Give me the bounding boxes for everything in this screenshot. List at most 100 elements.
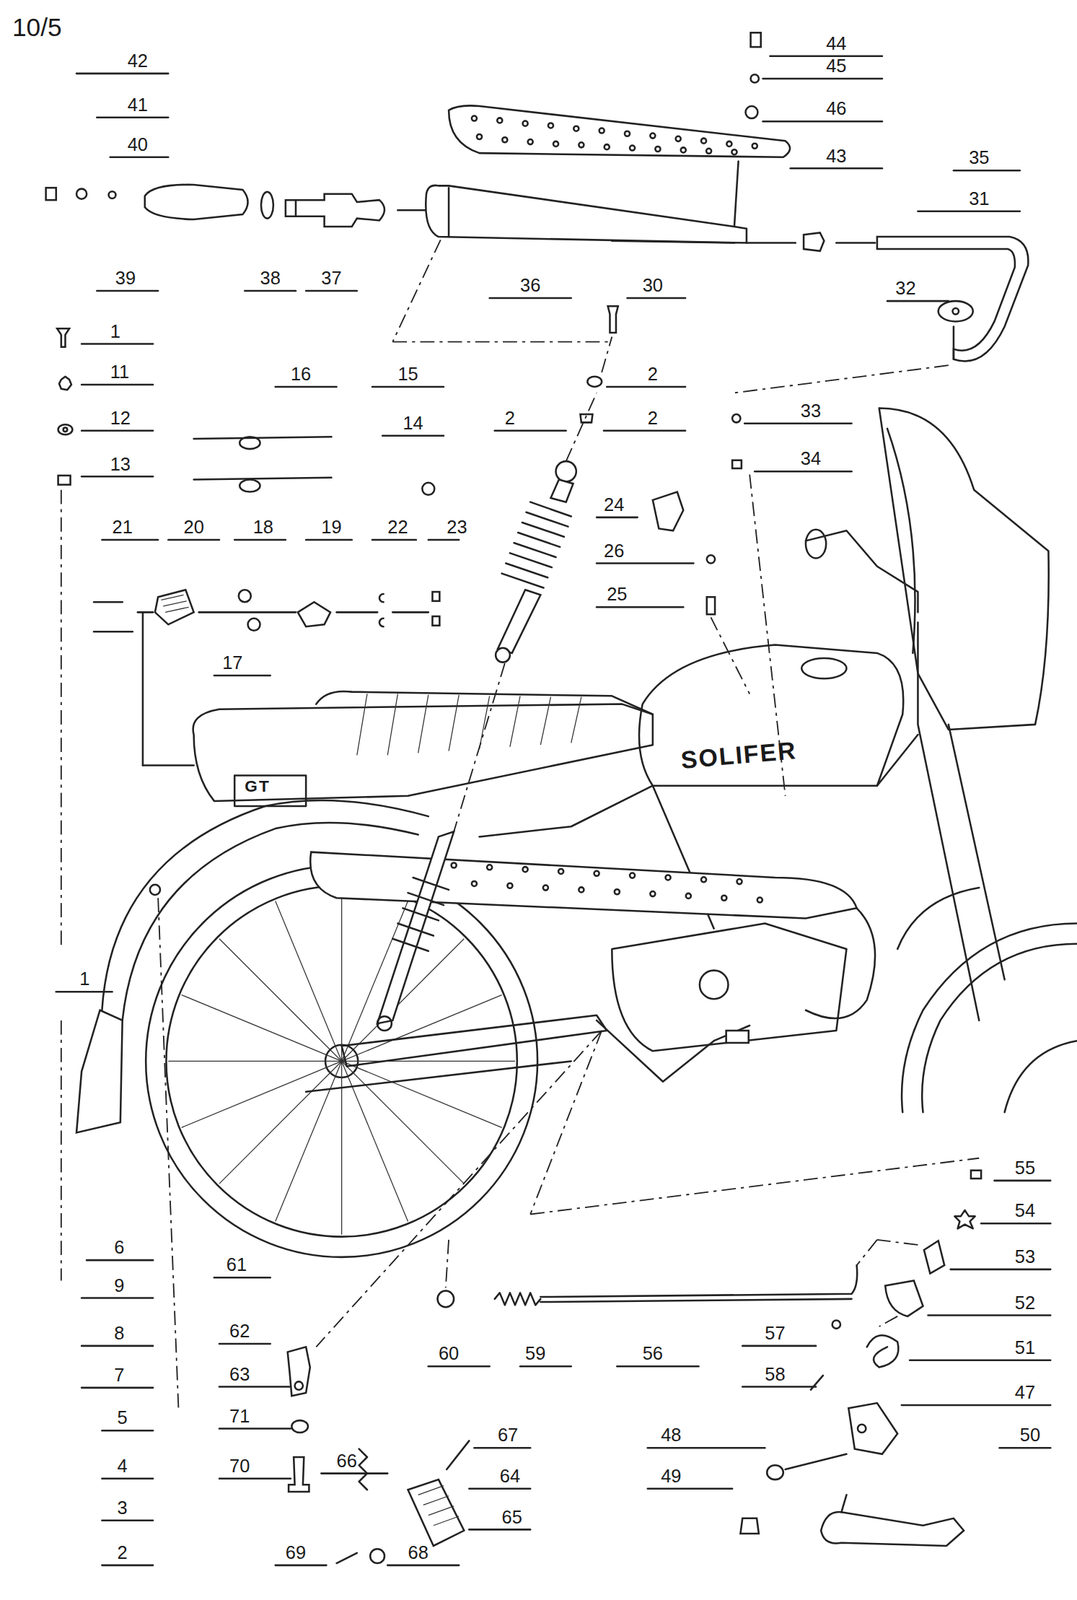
callout-underline <box>616 1364 699 1367</box>
callout-underline <box>473 1446 531 1449</box>
callout-underline <box>909 1358 1051 1361</box>
callout-underline <box>305 289 358 293</box>
callout-number: 60 <box>438 1343 459 1362</box>
callout-underline <box>81 1344 153 1347</box>
callout-number: 70 <box>229 1456 250 1475</box>
assembly-leaders <box>61 239 979 1408</box>
callout-underline <box>928 1313 1052 1316</box>
callout-number: 2 <box>647 365 658 384</box>
callout-number: 55 <box>1014 1158 1036 1177</box>
callout-number: 12 <box>110 409 131 428</box>
callout-underline <box>428 538 459 542</box>
callout-underline <box>96 289 158 293</box>
callout-number: 19 <box>321 517 342 536</box>
callout-number: 9 <box>113 1276 125 1295</box>
shock-absorber <box>495 305 715 662</box>
callout-underline <box>744 422 852 425</box>
callout-number: 49 <box>660 1466 681 1485</box>
callout-underline <box>56 990 113 993</box>
callout-number: 41 <box>127 95 148 114</box>
callout-underline <box>999 1446 1052 1449</box>
callout-underline <box>214 674 271 677</box>
callout-number: 36 <box>520 276 541 295</box>
callout-underline <box>981 1221 1051 1225</box>
callout-number: 67 <box>497 1425 518 1444</box>
callout-number: 64 <box>499 1466 521 1485</box>
callout-number: 42 <box>127 51 148 70</box>
callout-number: 26 <box>603 541 624 560</box>
callout-number: 53 <box>1014 1247 1036 1266</box>
exhaust-parts <box>46 32 1029 469</box>
callout-number: 32 <box>895 279 916 298</box>
callout-underline <box>994 1179 1051 1182</box>
callout-number: 52 <box>1014 1293 1036 1312</box>
callout-number: 51 <box>1014 1338 1036 1357</box>
callout-underline <box>101 1563 153 1567</box>
callout-number: 18 <box>253 517 274 536</box>
callout-number: 61 <box>226 1255 247 1274</box>
callout-underline <box>647 1487 733 1490</box>
callout-number: 44 <box>825 34 847 53</box>
callout-underline <box>81 475 153 478</box>
callout-underline <box>742 1344 816 1347</box>
callout-number: 5 <box>117 1408 128 1427</box>
callout-underline <box>81 429 153 432</box>
callout-underline <box>953 169 1021 172</box>
callout-underline <box>219 1426 291 1430</box>
callout-number: 71 <box>229 1406 250 1425</box>
stand-and-pedal-parts <box>287 1170 982 1563</box>
callout-underline <box>754 470 852 473</box>
callout-underline <box>790 167 883 170</box>
callout-number: 1 <box>110 322 121 341</box>
callout-underline <box>627 297 687 300</box>
callout-number: 25 <box>606 585 627 604</box>
callout-number: 66 <box>336 1451 358 1470</box>
callout-underline <box>596 561 694 565</box>
callout-number: 58 <box>764 1364 785 1383</box>
callout-underline <box>275 1563 327 1567</box>
callout-underline <box>275 385 337 389</box>
callout-underline <box>101 538 158 542</box>
callout-number: 2 <box>504 409 516 428</box>
callout-underline <box>901 1403 1051 1406</box>
callout-underline <box>917 209 1020 213</box>
callout-underline <box>647 1446 766 1449</box>
callout-number: 59 <box>525 1343 546 1362</box>
callout-underline <box>81 342 153 345</box>
callout-underline <box>81 383 153 386</box>
callout-underline <box>101 1518 153 1521</box>
callout-number: 7 <box>113 1365 125 1384</box>
callout-underline <box>428 1364 490 1367</box>
callout-number: 20 <box>183 517 204 536</box>
callout-number: 8 <box>113 1323 125 1342</box>
callout-number: 38 <box>260 269 281 288</box>
callout-underline <box>372 538 417 542</box>
callout-number: 63 <box>229 1364 250 1383</box>
callout-number: 48 <box>660 1425 681 1444</box>
callout-number: 54 <box>1014 1201 1036 1220</box>
callout-number: 17 <box>222 653 243 672</box>
callout-number: 40 <box>127 135 148 154</box>
callout-number: 39 <box>115 269 136 288</box>
callout-underline <box>387 1563 459 1567</box>
callout-number: 57 <box>764 1323 785 1342</box>
callout-underline <box>101 1476 153 1479</box>
callout-underline <box>520 1364 572 1367</box>
callout-underline <box>168 538 220 542</box>
callout-number: 56 <box>642 1343 663 1362</box>
callout-underline <box>244 289 296 293</box>
callout-number: 6 <box>113 1237 125 1256</box>
callout-underline <box>110 156 169 159</box>
callout-number: 50 <box>1020 1425 1041 1444</box>
callout-number: 13 <box>110 455 131 474</box>
callout-number: 65 <box>502 1507 523 1526</box>
callout-number: 69 <box>285 1543 306 1562</box>
callout-number: 1 <box>79 969 90 988</box>
callout-underline <box>950 1268 1052 1271</box>
callout-underline <box>606 385 686 389</box>
callout-number: 16 <box>290 365 311 384</box>
callout-underline <box>489 297 572 300</box>
callout-number: 43 <box>825 147 847 166</box>
callout-underline <box>742 1385 816 1388</box>
callout-underline <box>86 1258 153 1261</box>
